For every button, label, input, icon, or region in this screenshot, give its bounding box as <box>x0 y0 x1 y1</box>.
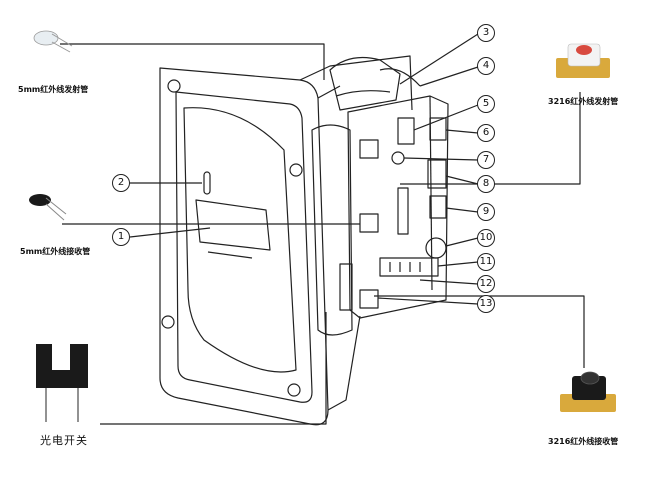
callout-6: 6 <box>477 124 495 142</box>
callout-5: 5 <box>477 95 495 113</box>
label-ir-emitter-3216: 3216红外线发射管 <box>548 97 619 106</box>
callout-2: 2 <box>112 174 130 192</box>
ir-receiver-5mm-photo <box>29 194 67 221</box>
coin-slot-frame <box>195 199 271 251</box>
photo-switch-photo <box>36 344 88 422</box>
callout-11: 11 <box>477 253 495 271</box>
ir-emitter-3216-photo <box>556 43 610 78</box>
ir-receiver-3216-photo <box>560 371 616 412</box>
label-ir-receiver-3216: 3216红外线接收管 <box>548 437 619 446</box>
callout-3: 3 <box>477 24 495 42</box>
face-plate <box>183 107 297 373</box>
ir-emitter-5mm-photo <box>33 30 73 53</box>
bezel-outer <box>159 67 329 426</box>
label-ir-emitter-5mm: 5mm红外线发射管 <box>18 85 89 94</box>
callout-12: 12 <box>477 275 495 293</box>
callout-1: 1 <box>112 228 130 246</box>
callout-7: 7 <box>477 151 495 169</box>
bezel-inner <box>175 91 313 403</box>
callout-13: 13 <box>477 295 495 313</box>
label-photo-switch: 光电开关 <box>40 434 88 447</box>
label-ir-receiver-5mm: 5mm红外线接收管 <box>20 247 91 256</box>
callout-10: 10 <box>477 229 495 247</box>
callout-9: 9 <box>477 203 495 221</box>
callout-4: 4 <box>477 57 495 75</box>
callout-8: 8 <box>477 175 495 193</box>
coin-slot <box>203 171 211 195</box>
